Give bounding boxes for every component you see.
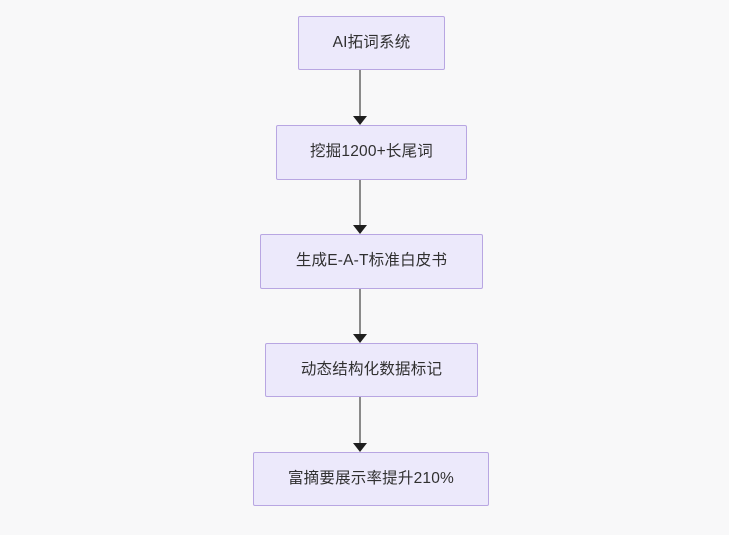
flow-edge-2 xyxy=(349,180,371,234)
flow-node-label: 挖掘1200+长尾词 xyxy=(309,143,434,161)
edge-line xyxy=(358,397,361,444)
arrow-head-icon xyxy=(352,334,367,343)
arrow-head-icon xyxy=(352,225,367,234)
arrow-head-icon xyxy=(352,116,367,125)
flow-node-rich-snippet-rate-increase[interactable]: 富摘要展示率提升210% xyxy=(253,452,489,506)
flow-node-label: 富摘要展示率提升210% xyxy=(287,469,455,487)
flow-node-mine-longtail-keywords[interactable]: 挖掘1200+长尾词 xyxy=(276,125,467,180)
flow-edge-3 xyxy=(349,289,371,343)
edge-line xyxy=(358,289,361,335)
flow-node-dynamic-structured-data-markup[interactable]: 动态结构化数据标记 xyxy=(265,343,478,397)
flow-node-ai-keyword-system[interactable]: AI拓词系统 xyxy=(298,16,445,70)
arrow-head-icon xyxy=(352,443,367,452)
flow-node-generate-eat-whitepaper[interactable]: 生成E-A-T标准白皮书 xyxy=(260,234,483,289)
flow-node-label: 生成E-A-T标准白皮书 xyxy=(295,252,448,270)
flow-edge-1 xyxy=(349,70,371,125)
edge-line xyxy=(358,180,361,226)
edge-line xyxy=(358,70,361,117)
flow-node-label: AI拓词系统 xyxy=(332,33,411,51)
flow-node-label: 动态结构化数据标记 xyxy=(300,360,443,378)
flow-edge-4 xyxy=(349,397,371,452)
